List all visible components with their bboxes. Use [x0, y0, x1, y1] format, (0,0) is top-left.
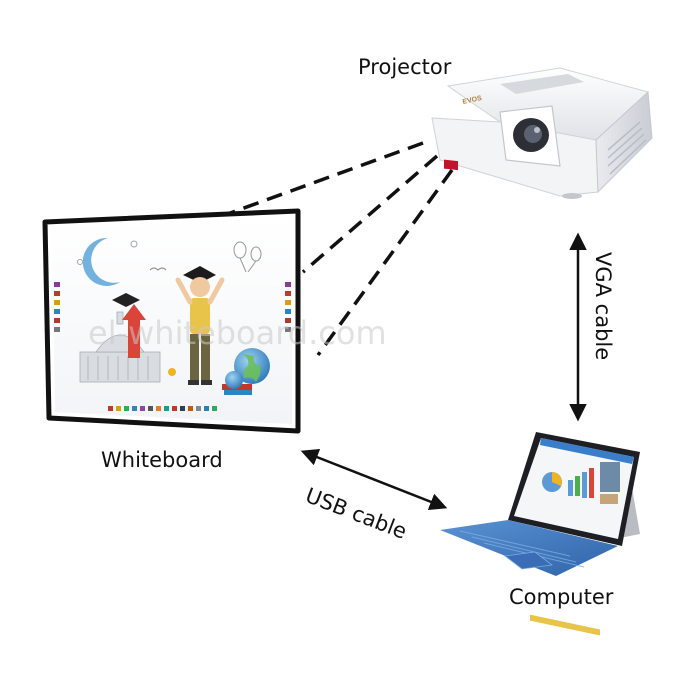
projector-label: Projector [358, 55, 452, 79]
whiteboard-label: Whiteboard [101, 448, 223, 472]
growth-arrow-head [122, 304, 146, 320]
beam-bottom [316, 168, 454, 357]
moon-icon [82, 237, 120, 286]
computer-device [440, 432, 640, 636]
small-globe [225, 371, 243, 389]
child-figure [175, 266, 225, 385]
projector-vents [607, 121, 647, 175]
beam-top [221, 141, 424, 218]
usb-cable-label: USB cable [302, 483, 410, 543]
building-illustration [79, 311, 161, 383]
beam-middle [301, 154, 439, 274]
watermark-text: el-whiteboard.com [88, 314, 387, 352]
whiteboard-device [42, 208, 301, 434]
projector-panel [500, 74, 584, 94]
globe-continent [242, 354, 261, 382]
projector-device: EVOS [431, 67, 653, 199]
book-stack [224, 390, 252, 395]
projection-beams [221, 141, 454, 357]
bottom-toolbar [108, 406, 217, 411]
laptop-keyboard [440, 520, 618, 576]
star-doodle [130, 240, 138, 248]
laptop-trackpad [503, 551, 554, 570]
projector-badge [444, 159, 458, 171]
balloons-doodle [233, 241, 262, 273]
growth-arrow [128, 318, 140, 358]
screen-content [530, 438, 634, 636]
vga-cable-label: VGA cable [591, 252, 615, 360]
flower [168, 368, 176, 376]
lens-highlight [534, 127, 540, 133]
bird-doodle [149, 267, 167, 271]
projector-side [595, 90, 653, 194]
graduation-cap-small [112, 293, 140, 307]
projector-foot [562, 193, 582, 199]
usb-cable-arrow [300, 448, 448, 511]
right-toolbar [285, 282, 291, 332]
lens-inner [524, 125, 542, 143]
star-doodle [77, 259, 83, 265]
projector-logo: EVOS [462, 95, 483, 106]
left-toolbar [54, 282, 60, 332]
computer-label: Computer [509, 585, 614, 609]
